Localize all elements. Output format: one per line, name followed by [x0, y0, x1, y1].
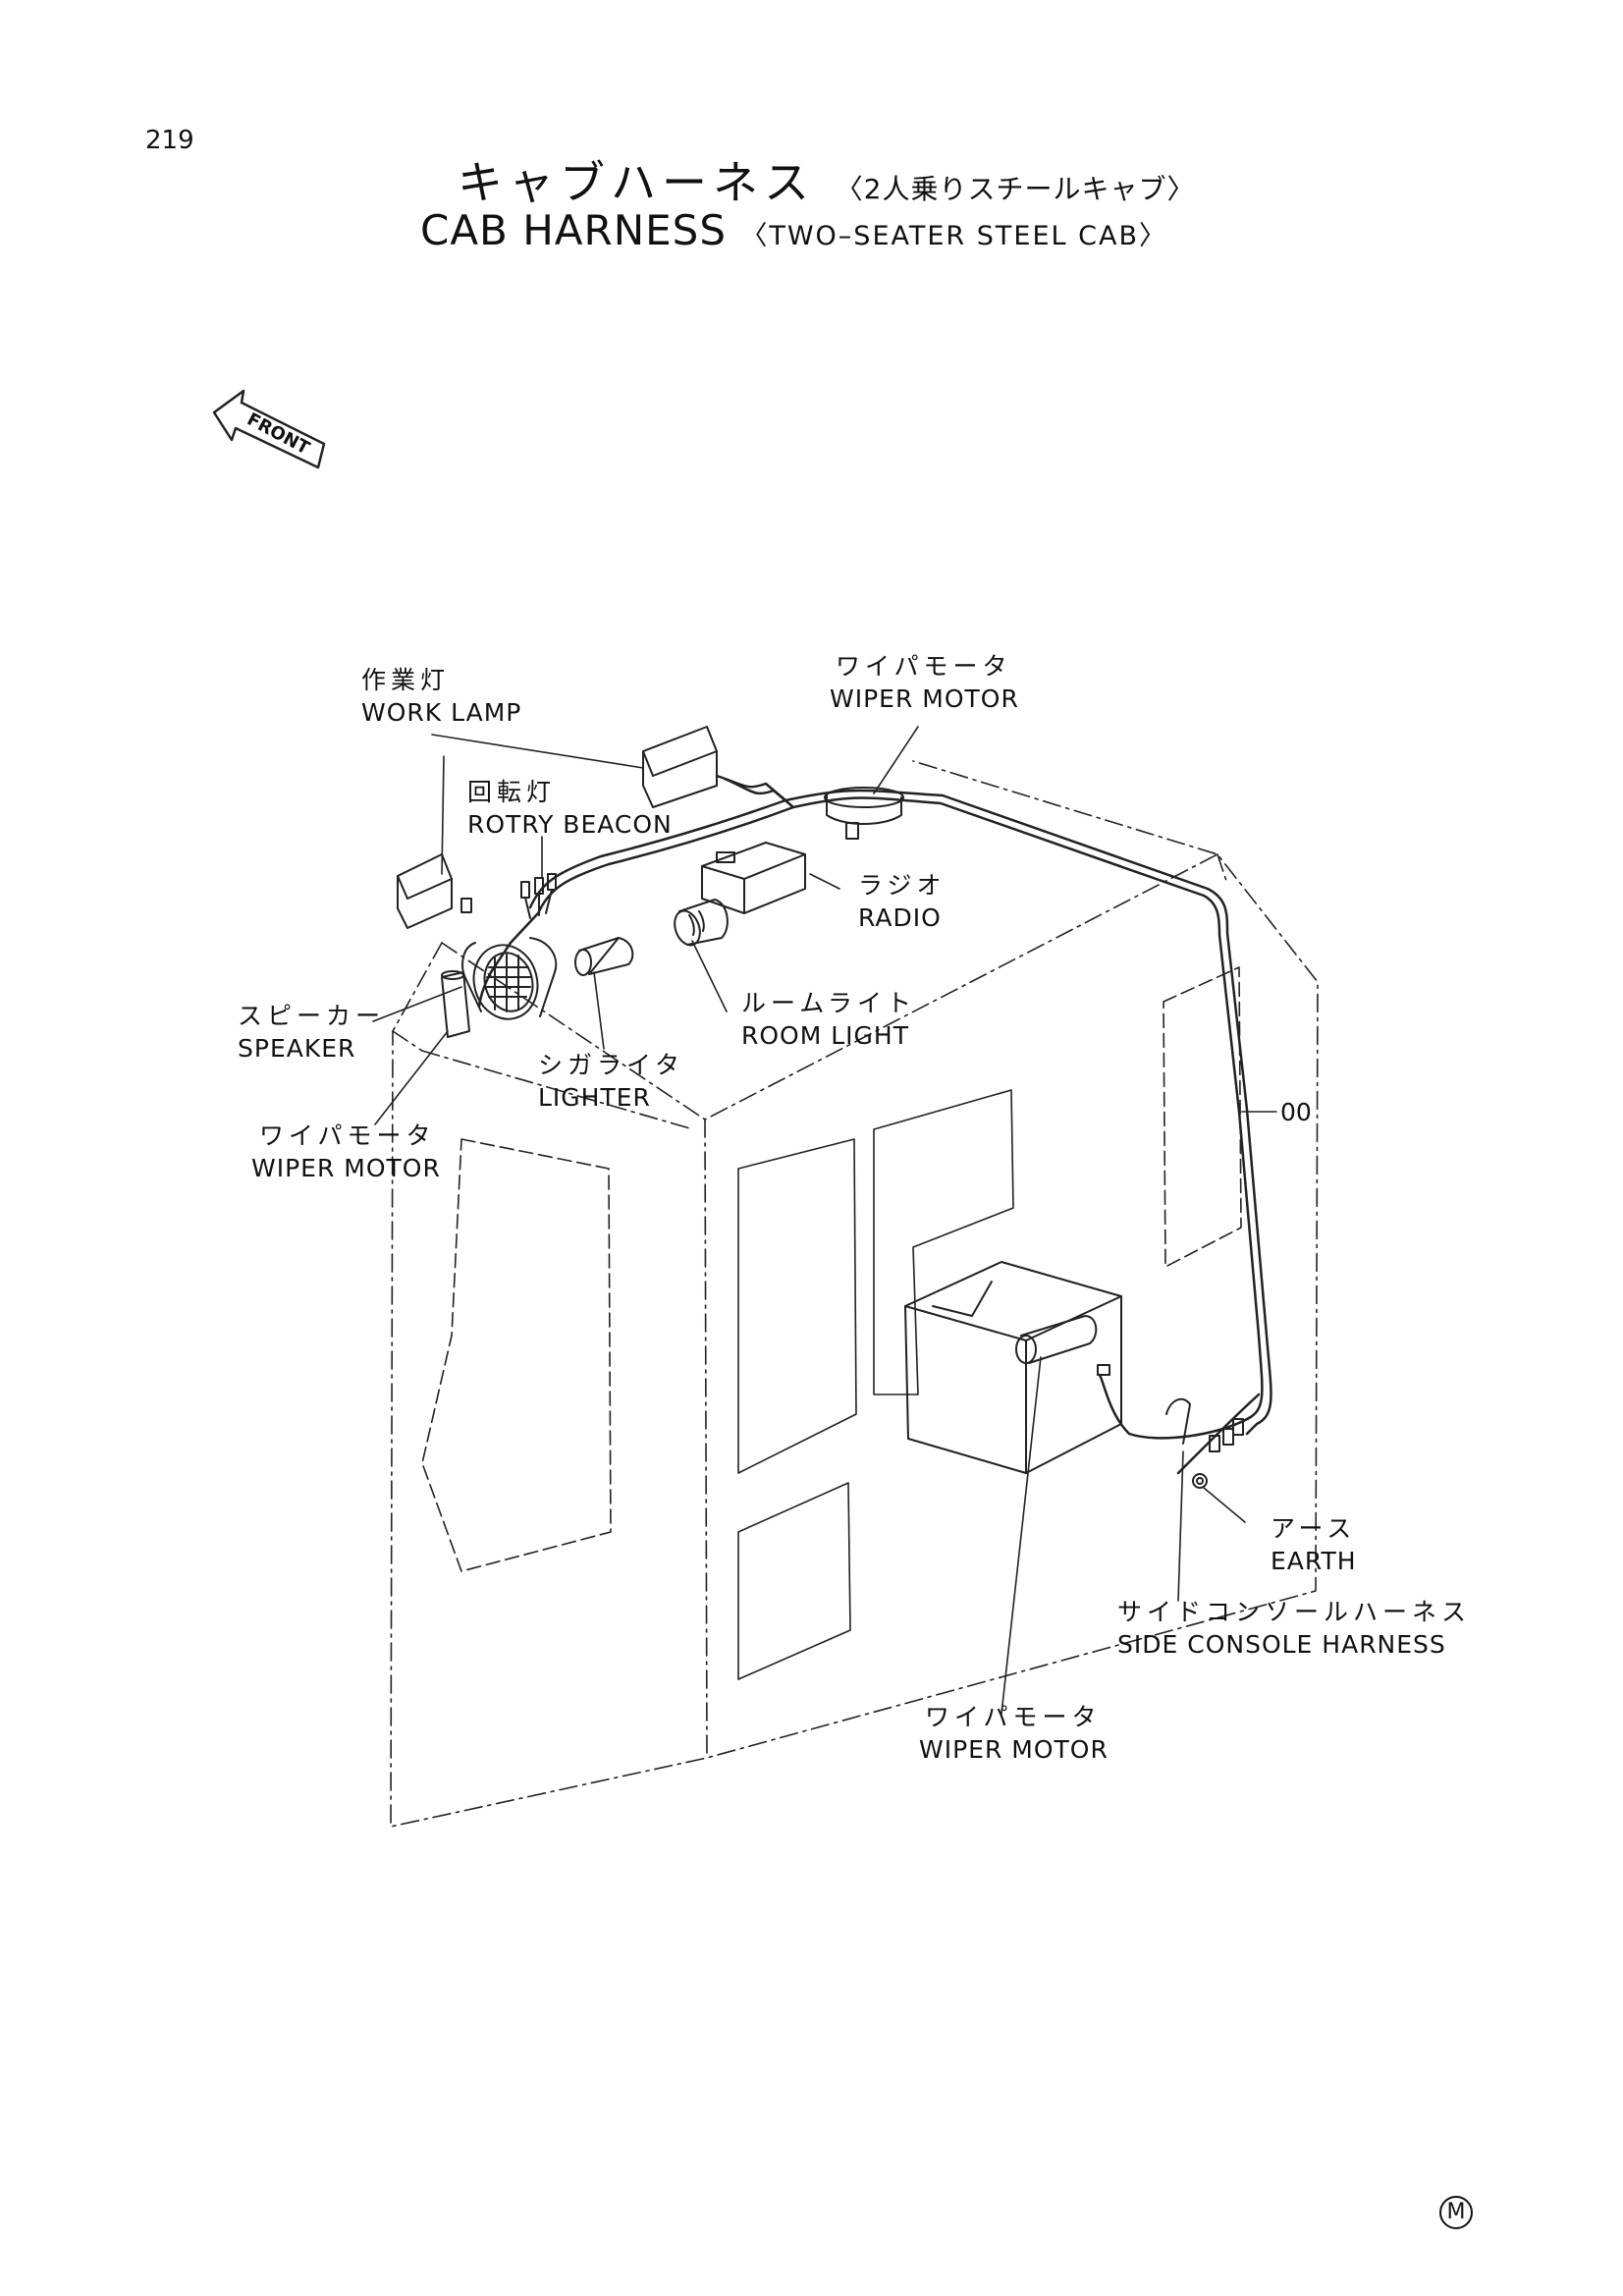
radio-en: RADIO: [858, 903, 942, 932]
earth-en: EARTH: [1271, 1547, 1357, 1575]
leader-lines: [372, 726, 1277, 1715]
label-room-light: ルームライト ROOM LIGHT: [741, 987, 916, 1052]
rotary-beacon-jp: 回転灯: [467, 778, 557, 806]
room-light-icon: [674, 899, 729, 947]
title-en-sub: 〈TWO–SEATER STEEL CAB〉: [740, 221, 1167, 251]
speaker-jp: スピーカー: [238, 1002, 386, 1030]
room-light-jp: ルームライト: [741, 989, 917, 1017]
side-console-icon: [904, 1261, 1122, 1474]
wiper-motor-top-icon: [824, 787, 904, 840]
work-lamp-jp: 作業灯: [361, 666, 451, 694]
title-japanese: キャブハーネス 〈2人乗りスチールキャブ〉: [458, 147, 1195, 212]
speaker-icon: [461, 937, 558, 1020]
wiper-motor-top-jp: ワイパモータ: [836, 652, 1012, 681]
work-lamp-icon: [397, 726, 718, 929]
earth-terminal-icon: [1192, 1473, 1208, 1489]
side-console-harness-connector-icon: [1097, 1364, 1244, 1452]
title-jp-main: キャブハーネス: [458, 156, 815, 209]
wiper-motor-left-jp: ワイパモータ: [259, 1121, 436, 1150]
lighter-jp: シガライタ: [538, 1051, 685, 1079]
side-console-harness-jp: サイドコンソールハーネス: [1117, 1598, 1472, 1626]
page-number: 219: [145, 126, 194, 155]
speaker-en: SPEAKER: [238, 1034, 356, 1063]
earth-jp: アース: [1271, 1514, 1357, 1543]
wiper-motor-left-en: WIPER MOTOR: [251, 1154, 441, 1182]
wiper-motor-bottom-icon: [1015, 1315, 1098, 1364]
label-lighter: シガライタ LIGHTER: [538, 1049, 684, 1114]
front-arrow-icon: FRONT: [212, 389, 326, 469]
label-speaker: スピーカー SPEAKER: [238, 1000, 385, 1065]
part-number-label: 00: [1280, 1098, 1312, 1126]
main-harness: [477, 774, 1272, 1475]
label-wiper-motor-top: ワイパモータ WIPER MOTOR: [830, 650, 1019, 715]
radio-icon: [701, 842, 806, 914]
lighter-icon: [574, 937, 634, 976]
label-rotary-beacon: 回転灯 ROTRY BEACON: [467, 776, 673, 841]
label-work-lamp: 作業灯 WORK LAMP: [361, 664, 521, 729]
label-radio: ラジオ RADIO: [858, 869, 947, 934]
wiper-motor-bottom-jp: ワイパモータ: [925, 1703, 1102, 1731]
label-wiper-motor-left: ワイパモータ WIPER MOTOR: [251, 1120, 441, 1184]
title-english: CAB HARNESS 〈TWO–SEATER STEEL CAB〉: [420, 206, 1167, 254]
title-jp-sub: 〈2人乗りスチールキャブ〉: [835, 173, 1196, 205]
wiper-motor-top-en: WIPER MOTOR: [830, 684, 1019, 713]
cab-windows: [421, 966, 1242, 1680]
label-side-console-harness: サイドコンソールハーネス SIDE CONSOLE HARNESS: [1117, 1596, 1471, 1661]
room-light-en: ROOM LIGHT: [741, 1021, 909, 1050]
wiper-motor-left-icon: [441, 970, 470, 1038]
title-en-main: CAB HARNESS: [420, 206, 727, 254]
rotary-beacon-en: ROTRY BEACON: [467, 810, 673, 839]
rotary-beacon-connector-icon: [460, 873, 557, 919]
lighter-en: LIGHTER: [538, 1083, 651, 1112]
side-console-harness-en: SIDE CONSOLE HARNESS: [1117, 1630, 1446, 1659]
work-lamp-en: WORK LAMP: [361, 698, 522, 727]
corner-mark-icon: M: [1439, 2196, 1473, 2229]
label-wiper-motor-bottom: ワイパモータ WIPER MOTOR: [919, 1701, 1109, 1766]
radio-jp: ラジオ: [858, 871, 947, 900]
cab-body-outline: [390, 760, 1319, 1828]
label-earth: アース EARTH: [1271, 1512, 1357, 1577]
wiper-motor-bottom-en: WIPER MOTOR: [919, 1735, 1109, 1764]
